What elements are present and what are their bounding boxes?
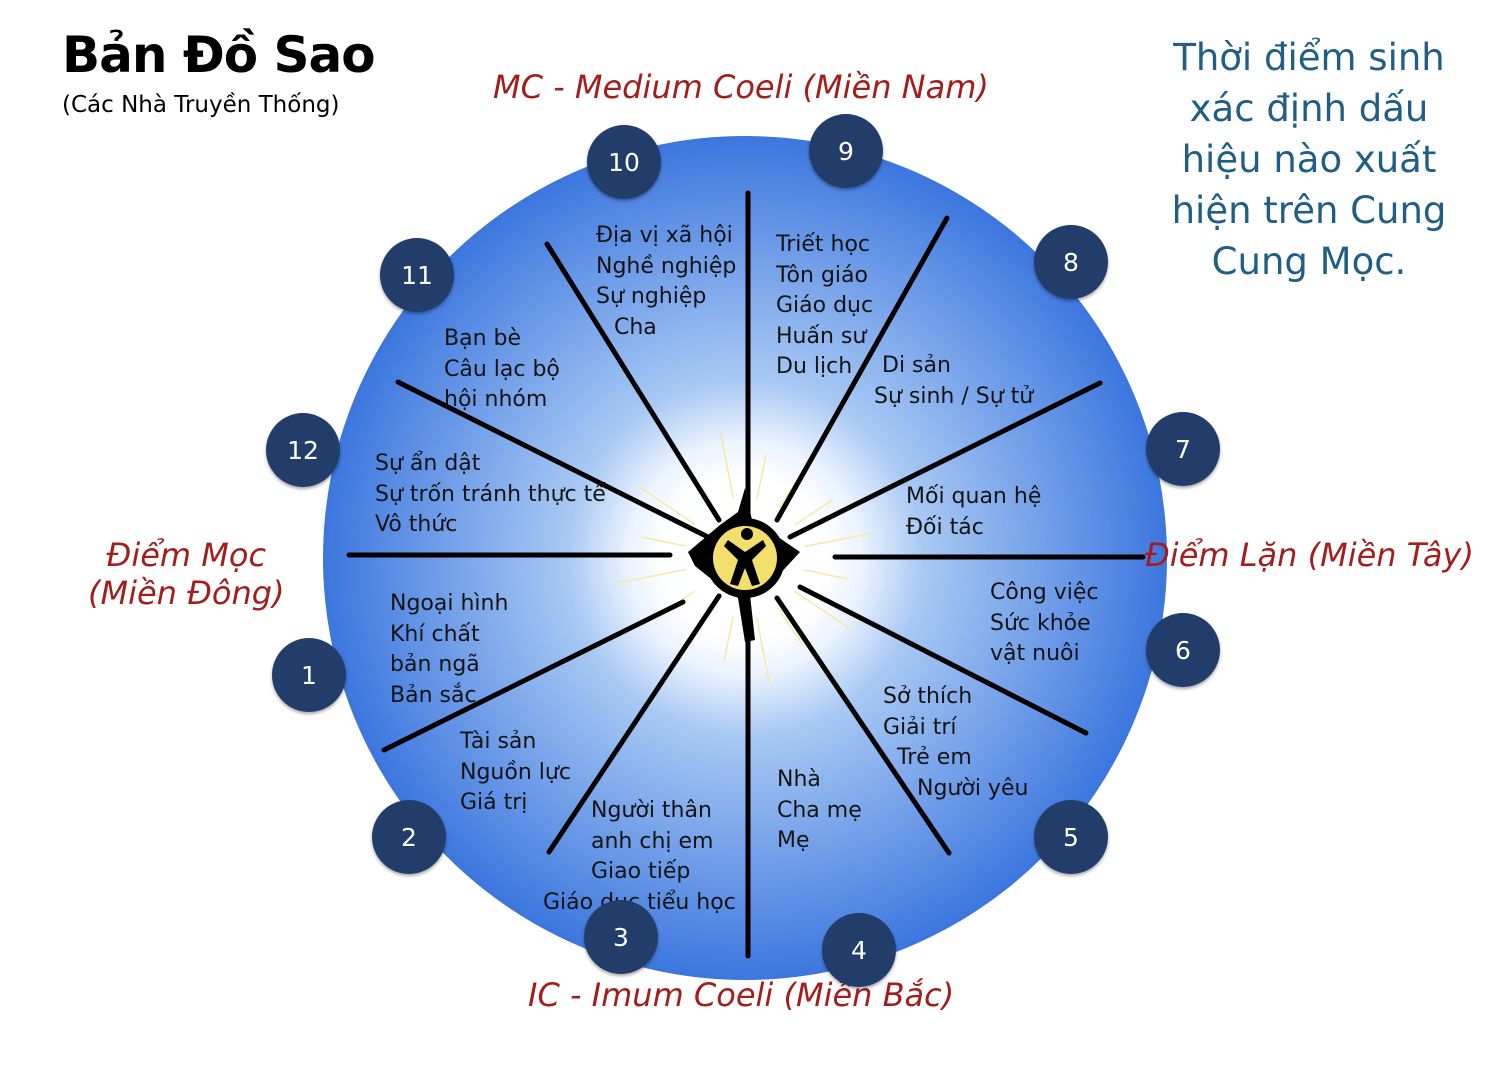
house-10-line: Sự nghiệp [596, 284, 707, 309]
glow-ray [636, 484, 696, 526]
house-7-line: Mối quan hệ [906, 484, 1042, 509]
house-10-text: Địa vị xã hội Nghề nghiệp Sự nghiệp Cha [596, 221, 736, 343]
house-7-line: Đối tác [906, 514, 984, 540]
house-11-line: hội nhóm [444, 387, 548, 412]
house-2-line: Tài sản [460, 729, 537, 754]
house-divider-line [381, 599, 686, 753]
house-1-line: Ngoại hình [390, 591, 509, 616]
birth-time-note: Thời điểm sinh xác định dấu hiệu nào xuấ… [1171, 36, 1447, 283]
house-5-line: Người yêu [917, 775, 1029, 801]
house-3-line: Giao tiếp [591, 859, 691, 884]
house-5-line: Giải trí [883, 714, 957, 740]
house-6-line: Công việc [990, 580, 1099, 605]
house-11-line: Câu lạc bộ [444, 356, 560, 382]
glow-ray [641, 536, 687, 547]
house-divider-line [544, 241, 722, 523]
house-2-line: Giá trị [460, 790, 528, 815]
house-6-line: vật nuôi [990, 641, 1080, 666]
house-9-line: Huấn sư [776, 323, 867, 349]
house-number-3: 3 [584, 900, 658, 974]
house-number-7: 7 [1146, 412, 1220, 486]
house-divider-line [797, 584, 1089, 736]
page-title: Bản Đồ Sao [62, 26, 376, 84]
house-1-line: Bản sắc [390, 682, 477, 708]
glow-ray [794, 590, 854, 632]
house-dividers [346, 190, 1146, 959]
glow-ray [794, 499, 833, 526]
axis-label-ic: IC - Imum Coeli (Miền Bắc) [528, 976, 955, 1014]
house-number-5: 5 [1034, 800, 1108, 874]
house-3-text: Người thân anh chị em Giao tiếp Giáo dục… [543, 796, 736, 918]
house-4-line: Mẹ [777, 828, 810, 853]
glow-ray [803, 569, 849, 580]
house-divider-line [546, 593, 722, 855]
house-11-text: Bạn bè Câu lạc bộ hội nhóm [444, 324, 560, 416]
house-number-1: 1 [272, 638, 346, 712]
human-figure-icon [688, 488, 800, 642]
house-number-2: 2 [372, 800, 446, 874]
glow-ray [777, 607, 804, 646]
house-2-line: Nguồn lực [460, 759, 571, 785]
house-1-line: Khí chất [390, 621, 480, 647]
house-5-text: Sở thích Giải trí Trẻ em Người yêu [883, 682, 1028, 804]
house-5-line: Sở thích [883, 684, 973, 709]
house-number-8: 8 [1034, 225, 1108, 299]
house-7-text: Mối quan hệ Đối tác [906, 482, 1041, 543]
house-number-10: 10 [587, 125, 661, 199]
house-9-line: Giáo dục [776, 293, 874, 318]
ascendant-line-1: Điểm Mọc [106, 536, 267, 574]
ascendant-line-2: (Miền Đông) [88, 574, 285, 612]
house-11-line: Bạn bè [444, 326, 522, 351]
glow-ray [719, 430, 735, 500]
house-3-line: Người thân [591, 798, 712, 823]
house-divider-line [787, 380, 1103, 540]
house-2-text: Tài sản Nguồn lực Giá trị [460, 727, 571, 819]
house-divider-line [774, 595, 952, 856]
glow-ray [723, 616, 734, 662]
house-1-line: bản ngã [390, 652, 480, 677]
glow-ray [617, 568, 687, 584]
house-10-line: Nghề nghiệp [596, 253, 737, 279]
house-12-line: Vô thức [375, 512, 458, 537]
house-number-12: 12 [266, 413, 340, 487]
house-3-line: anh chị em [591, 828, 714, 854]
house-5-line: Trẻ em [897, 745, 972, 770]
house-12-line: Sự ẩn dật [375, 451, 481, 476]
house-4-line: Cha mẹ [777, 797, 862, 823]
house-number-11: 11 [380, 238, 454, 312]
house-8-text: Di sản Sự sinh / Sự tử [874, 351, 1033, 412]
glow-ray [803, 532, 873, 548]
house-4-text: Nhà Cha mẹ Mẹ [777, 765, 862, 857]
house-10-line: Cha [614, 314, 657, 340]
house-9-line: Tôn giáo [776, 262, 868, 288]
house-6-text: Công việc Sức khỏe vật nuôi [990, 578, 1099, 670]
house-9-line: Triết học [776, 232, 871, 257]
glow-ray [756, 454, 767, 500]
house-number-9: 9 [809, 114, 883, 188]
house-divider-line [774, 215, 950, 523]
axis-label-ascendant: Điểm Mọc (Miền Đông) [88, 536, 285, 612]
house-12-line: Sự trốn tránh thực tế [375, 481, 606, 507]
house-9-line: Du lịch [776, 354, 853, 379]
axis-label-descendant: Điểm Lặn (Miền Tây) [1145, 536, 1474, 574]
house-6-line: Sức khỏe [990, 610, 1091, 636]
house-4-line: Nhà [777, 767, 821, 792]
glow-ray [755, 616, 771, 686]
house-9-text: Triết học Tôn giáo Giáo dục Huấn sư Du l… [776, 230, 873, 383]
house-number-4: 4 [822, 913, 896, 987]
house-10-line: Địa vị xã hội [596, 223, 733, 248]
house-8-line: Sự sinh / Sự tử [874, 383, 1034, 409]
house-12-text: Sự ẩn dật Sự trốn tránh thực tế Vô thức [375, 449, 606, 541]
house-1-text: Ngoại hình Khí chất bản ngã Bản sắc [390, 589, 508, 711]
page-subtitle: (Các Nhà Truyền Thống) [62, 92, 340, 118]
house-number-6: 6 [1146, 613, 1220, 687]
house-divider-line [395, 379, 711, 540]
axis-label-mc: MC - Medium Coeli (Miền Nam) [493, 68, 989, 106]
house-8-line: Di sản [882, 353, 951, 378]
